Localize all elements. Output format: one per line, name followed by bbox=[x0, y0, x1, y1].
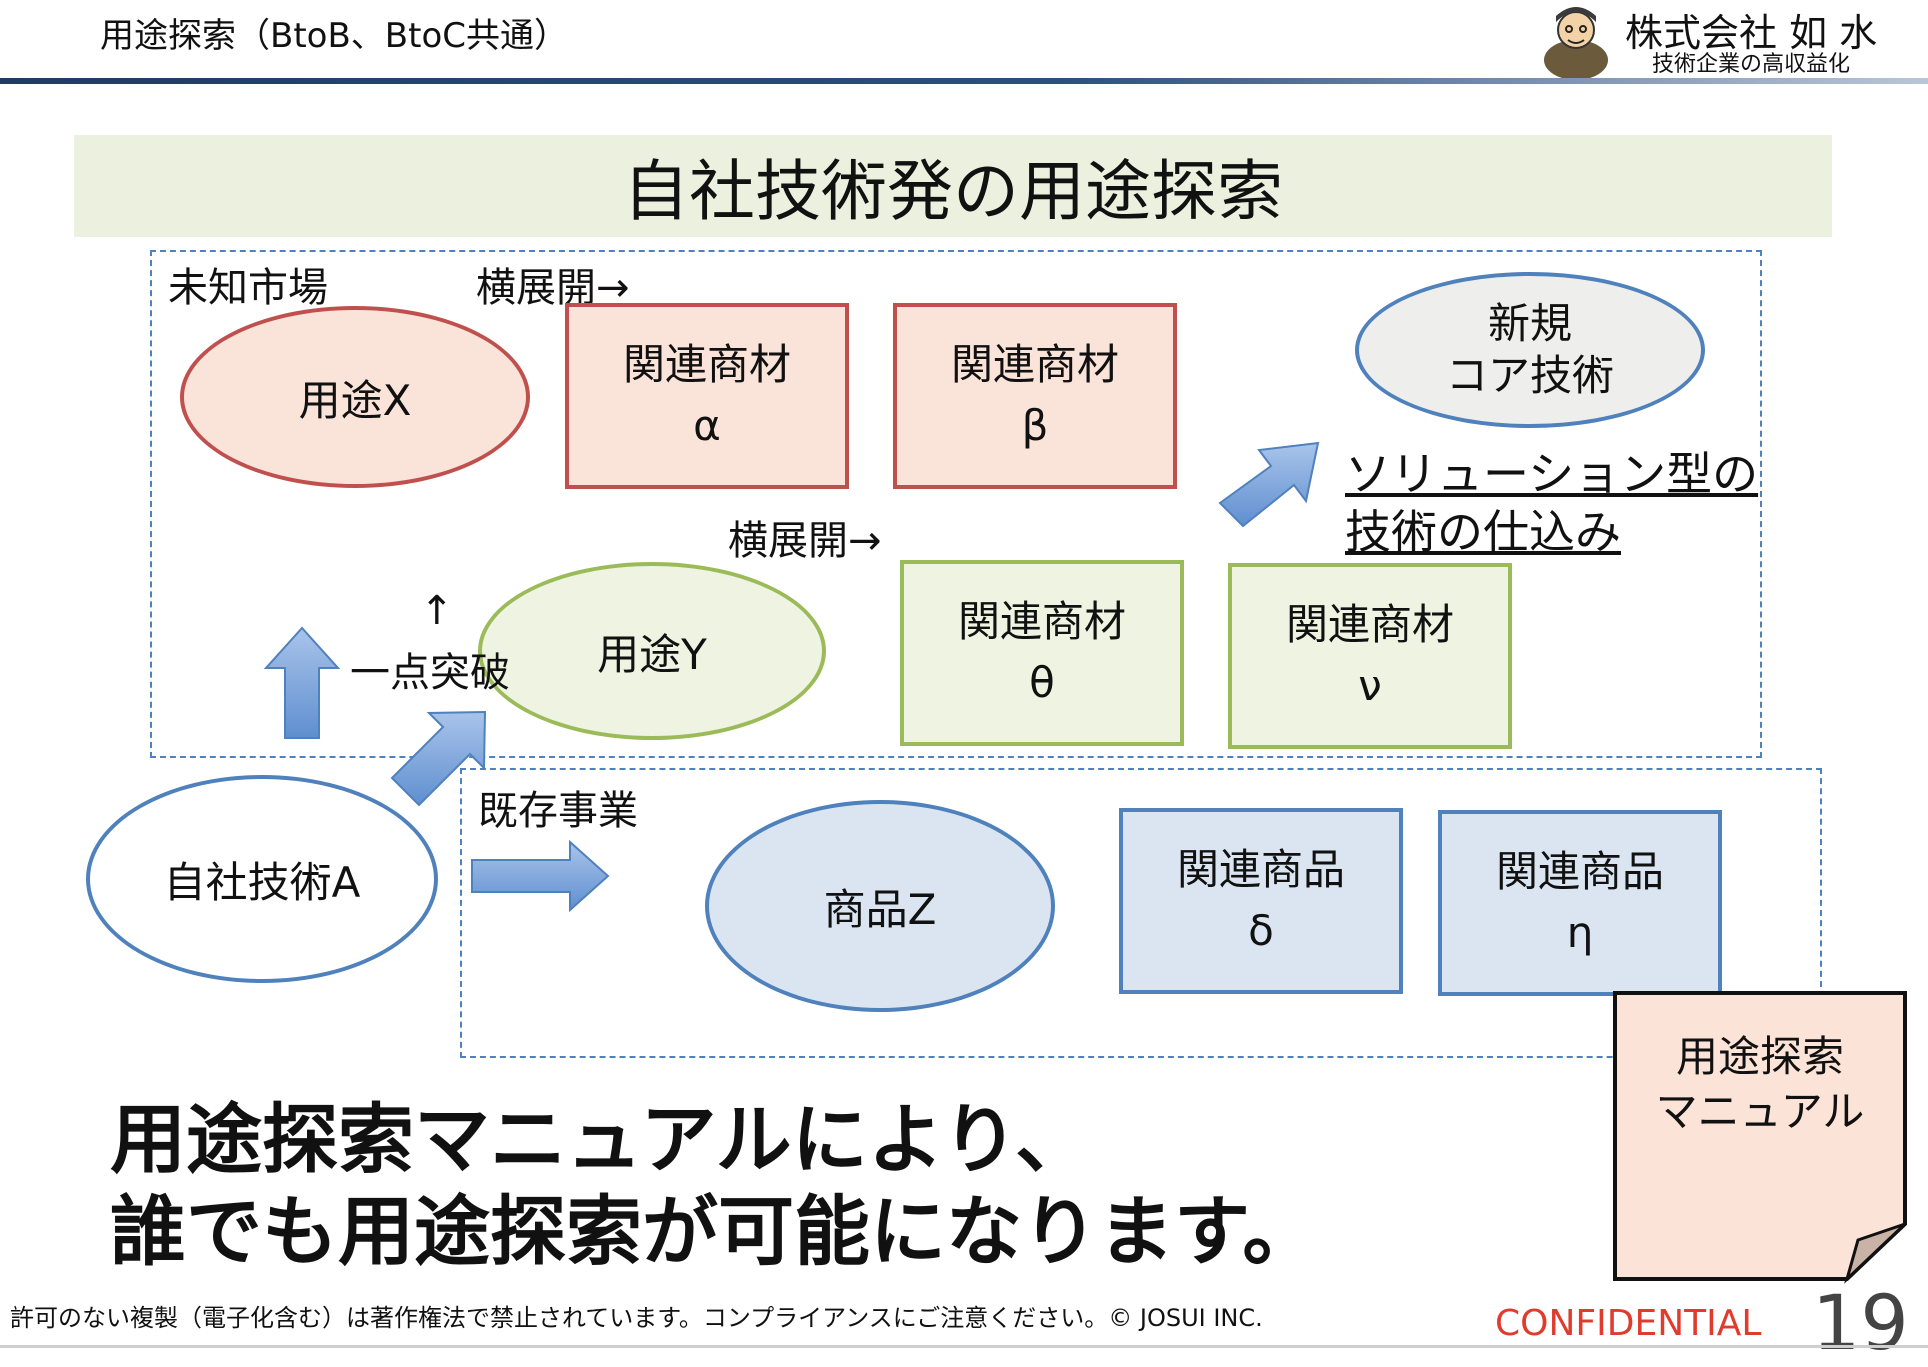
page-header-title: 用途探索（BtoB、BtoC共通） bbox=[100, 16, 568, 56]
related-material-beta-symbol: β bbox=[1021, 401, 1049, 450]
solution-text-line2: 技術の仕込み bbox=[1345, 505, 1621, 559]
manual-note-line1: 用途探索 bbox=[1675, 1032, 1844, 1081]
confidential-label: CONFIDENTIAL bbox=[1495, 1303, 1762, 1344]
right-arrow-icon bbox=[471, 839, 610, 913]
footer-copyright: 許可のない複製（電子化含む）は著作権法で禁止されています。コンプライアンスにご注… bbox=[10, 1304, 1263, 1332]
horizontal-expansion-label-mid: 横展開→ bbox=[728, 518, 882, 564]
related-material-nu-title: 関連商材 bbox=[1285, 600, 1454, 650]
new-core-tech-ellipse: 新規 コア技術 bbox=[1355, 272, 1705, 428]
manual-note-label: 用途探索 マニュアル bbox=[1612, 1030, 1908, 1139]
slide-title-band bbox=[74, 135, 1832, 237]
solution-text-line1: ソリューション型の bbox=[1345, 447, 1759, 501]
company-mascot-logo bbox=[1540, 0, 1612, 80]
diagonal-arrow-icon bbox=[390, 710, 487, 807]
key-message-line1: 用途探索マニュアルにより、 bbox=[110, 1095, 1092, 1184]
footer-divider bbox=[0, 1345, 1928, 1348]
new-core-tech-line1: 新規 bbox=[1487, 298, 1572, 348]
mascot-icon bbox=[1544, 7, 1608, 80]
breakthrough-up-arrow: ↑ bbox=[420, 588, 454, 634]
related-product-eta-symbol: η bbox=[1566, 908, 1594, 957]
diagonal-arrow-icon bbox=[1218, 441, 1320, 528]
manual-note-line2: マニュアル bbox=[1655, 1086, 1865, 1136]
related-material-nu-symbol: ν bbox=[1358, 661, 1382, 710]
product-z-label: 商品Z bbox=[823, 884, 937, 934]
breakthrough-label: 一点突破 bbox=[350, 650, 510, 696]
existing-business-frame bbox=[460, 768, 1822, 1058]
header-divider bbox=[0, 78, 1928, 84]
use-y-label: 用途Y bbox=[597, 629, 707, 679]
own-tech-label: 自社技術A bbox=[163, 857, 361, 907]
related-product-delta-title: 関連商品 bbox=[1176, 845, 1345, 895]
related-product-eta-title: 関連商品 bbox=[1495, 847, 1664, 897]
unknown-market-frame bbox=[150, 250, 1762, 758]
new-core-tech-line2: コア技術 bbox=[1445, 351, 1614, 400]
folded-note-icon bbox=[1613, 991, 1907, 1284]
page-number: 19 bbox=[1812, 1278, 1909, 1367]
manual-note-shape bbox=[1612, 990, 1908, 1284]
existing-business-label: 既存事業 bbox=[478, 788, 638, 834]
product-z-ellipse: 商品Z bbox=[705, 800, 1055, 1012]
use-x-ellipse: 用途X bbox=[180, 306, 530, 488]
unknown-market-label: 未知市場 bbox=[168, 265, 328, 311]
related-material-beta-box: 関連商材 β bbox=[893, 303, 1177, 489]
related-material-alpha-box: 関連商材 α bbox=[565, 303, 849, 489]
related-material-theta-box: 関連商材 θ bbox=[900, 560, 1184, 746]
company-logo-tagline: 技術企業の高収益化 bbox=[1652, 52, 1851, 77]
related-material-nu-box: 関連商材 ν bbox=[1228, 563, 1512, 749]
related-material-theta-title: 関連商材 bbox=[957, 597, 1126, 647]
related-product-delta-box: 関連商品 δ bbox=[1119, 808, 1403, 994]
related-material-alpha-symbol: α bbox=[693, 401, 721, 450]
use-x-label: 用途X bbox=[298, 375, 412, 425]
use-y-ellipse: 用途Y bbox=[478, 562, 826, 740]
up-arrow-icon bbox=[263, 626, 341, 739]
related-material-theta-symbol: θ bbox=[1029, 658, 1055, 707]
related-material-beta-title: 関連商材 bbox=[950, 340, 1119, 390]
related-product-eta-box: 関連商品 η bbox=[1438, 810, 1722, 996]
key-message-line2: 誰でも用途探索が可能になります。 bbox=[110, 1187, 1319, 1276]
company-logo-name: 株式会社 如 水 bbox=[1625, 11, 1878, 55]
slide-title: 自社技術発の用途探索 bbox=[623, 153, 1283, 230]
related-product-delta-symbol: δ bbox=[1248, 906, 1274, 955]
related-material-alpha-title: 関連商材 bbox=[622, 340, 791, 390]
own-tech-ellipse: 自社技術A bbox=[86, 775, 438, 983]
